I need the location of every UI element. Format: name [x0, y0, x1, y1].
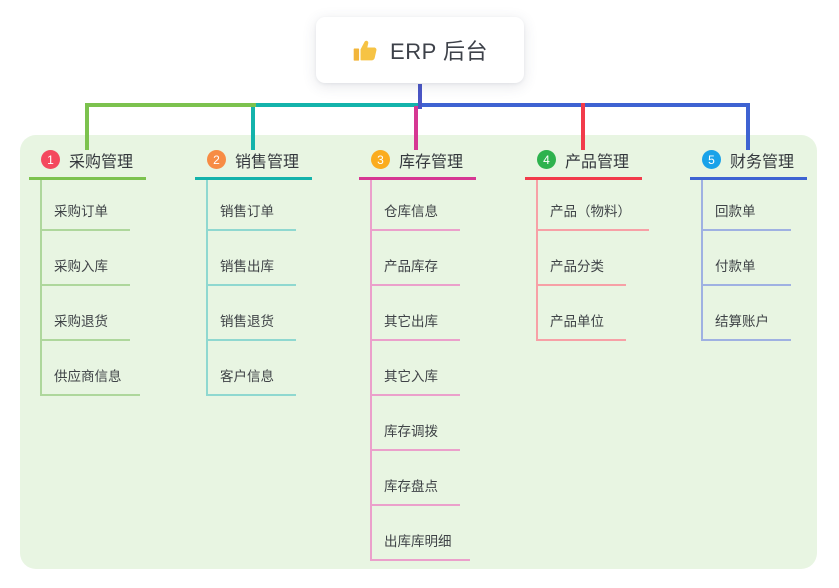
branch-3-number-badge: 3 — [371, 150, 390, 169]
branch-3-child-2[interactable]: 产品库存 — [372, 231, 460, 286]
child-node-label: 销售退货 — [220, 314, 274, 329]
branch-2-number-badge: 2 — [207, 150, 226, 169]
branch-3: 3 库存管理仓库信息产品库存其它出库其它入库库存调拨库存盘点出库库明细 — [359, 148, 509, 561]
branch-2-child-4[interactable]: 客户信息 — [208, 341, 296, 396]
branch-1-title[interactable]: 1 采购管理 — [29, 148, 146, 180]
child-node-label: 回款单 — [715, 204, 756, 219]
child-node-label: 采购入库 — [54, 259, 108, 274]
branch-5: 5 财务管理回款单付款单结算账户 — [690, 148, 839, 341]
branch-1-children: 采购订单采购入库采购退货供应商信息 — [40, 180, 140, 396]
root-node[interactable]: ERP 后台 — [316, 17, 524, 83]
branch-2-child-2[interactable]: 销售出库 — [208, 231, 296, 286]
branch-2-children: 销售订单销售出库销售退货客户信息 — [206, 180, 296, 396]
child-node-label: 产品分类 — [550, 259, 604, 274]
child-node-label: 结算账户 — [715, 314, 769, 329]
branch-2-child-1[interactable]: 销售订单 — [208, 180, 296, 231]
child-node-label: 销售订单 — [220, 204, 274, 219]
thumbs-up-cuff — [353, 47, 360, 61]
branch-5-title[interactable]: 5 财务管理 — [690, 148, 807, 180]
branches-panel — [20, 135, 817, 569]
branch-2-title-label: 销售管理 — [235, 153, 300, 171]
branch-5-title-label: 财务管理 — [730, 153, 795, 171]
branch-3-child-6[interactable]: 库存盘点 — [372, 451, 460, 506]
child-node-label: 出库库明细 — [384, 534, 452, 549]
branch-1-child-2[interactable]: 采购入库 — [42, 231, 130, 286]
branch-3-title[interactable]: 3 库存管理 — [359, 148, 476, 180]
branch-2-title[interactable]: 2 销售管理 — [195, 148, 312, 180]
branch-5-child-3[interactable]: 结算账户 — [703, 286, 791, 341]
branch-4-children: 产品（物料） 产品分类产品单位 — [536, 180, 649, 341]
branch-4-title[interactable]: 4 产品管理 — [525, 148, 642, 180]
branch-5-children: 回款单付款单结算账户 — [701, 180, 791, 341]
branch-1-child-4[interactable]: 供应商信息 — [42, 341, 140, 396]
branch-1-title-label: 采购管理 — [69, 153, 134, 171]
branch-5-child-2[interactable]: 付款单 — [703, 231, 791, 286]
branch-5-number-badge: 5 — [702, 150, 721, 169]
child-node-label: 其它入库 — [384, 369, 438, 384]
branch-1: 1 采购管理采购订单采购入库采购退货供应商信息 — [29, 148, 179, 396]
branch-3-child-1[interactable]: 仓库信息 — [372, 180, 460, 231]
branch-3-title-label: 库存管理 — [399, 153, 464, 171]
branch-4-child-2[interactable]: 产品分类 — [538, 231, 626, 286]
child-node-label: 产品库存 — [384, 259, 438, 274]
child-node-label: 其它出库 — [384, 314, 438, 329]
branch-3-child-3[interactable]: 其它出库 — [372, 286, 460, 341]
branch-3-child-7[interactable]: 出库库明细 — [372, 506, 470, 561]
thumbs-up-icon — [353, 40, 377, 61]
root-node-label: ERP 后台 — [390, 39, 488, 64]
branch-4-child-3[interactable]: 产品单位 — [538, 286, 626, 341]
child-node-label: 客户信息 — [220, 369, 274, 384]
child-node-label: 库存调拨 — [384, 424, 438, 439]
branch-4-child-1[interactable]: 产品（物料） — [538, 180, 649, 231]
child-node-label: 付款单 — [715, 259, 756, 274]
branch-3-child-4[interactable]: 其它入库 — [372, 341, 460, 396]
branch-2: 2 销售管理销售订单销售出库销售退货客户信息 — [195, 148, 345, 396]
branch-4-number-badge: 4 — [537, 150, 556, 169]
branch-1-child-1[interactable]: 采购订单 — [42, 180, 130, 231]
thumbs-up-hand — [360, 40, 377, 60]
branch-1-child-3[interactable]: 采购退货 — [42, 286, 130, 341]
branch-4-title-label: 产品管理 — [565, 153, 630, 171]
branch-1-number-badge: 1 — [41, 150, 60, 169]
child-node-label: 产品（物料） — [550, 204, 631, 219]
child-node-label: 库存盘点 — [384, 479, 438, 494]
branch-3-children: 仓库信息产品库存其它出库其它入库库存调拨库存盘点出库库明细 — [370, 180, 470, 561]
branch-5-child-1[interactable]: 回款单 — [703, 180, 791, 231]
child-node-label: 采购订单 — [54, 204, 108, 219]
child-node-label: 仓库信息 — [384, 204, 438, 219]
child-node-label: 供应商信息 — [54, 369, 122, 384]
branch-2-child-3[interactable]: 销售退货 — [208, 286, 296, 341]
child-node-label: 销售出库 — [220, 259, 274, 274]
child-node-label: 产品单位 — [550, 314, 604, 329]
branch-3-child-5[interactable]: 库存调拨 — [372, 396, 460, 451]
branch-4: 4 产品管理产品（物料） 产品分类产品单位 — [525, 148, 675, 341]
child-node-label: 采购退货 — [54, 314, 108, 329]
